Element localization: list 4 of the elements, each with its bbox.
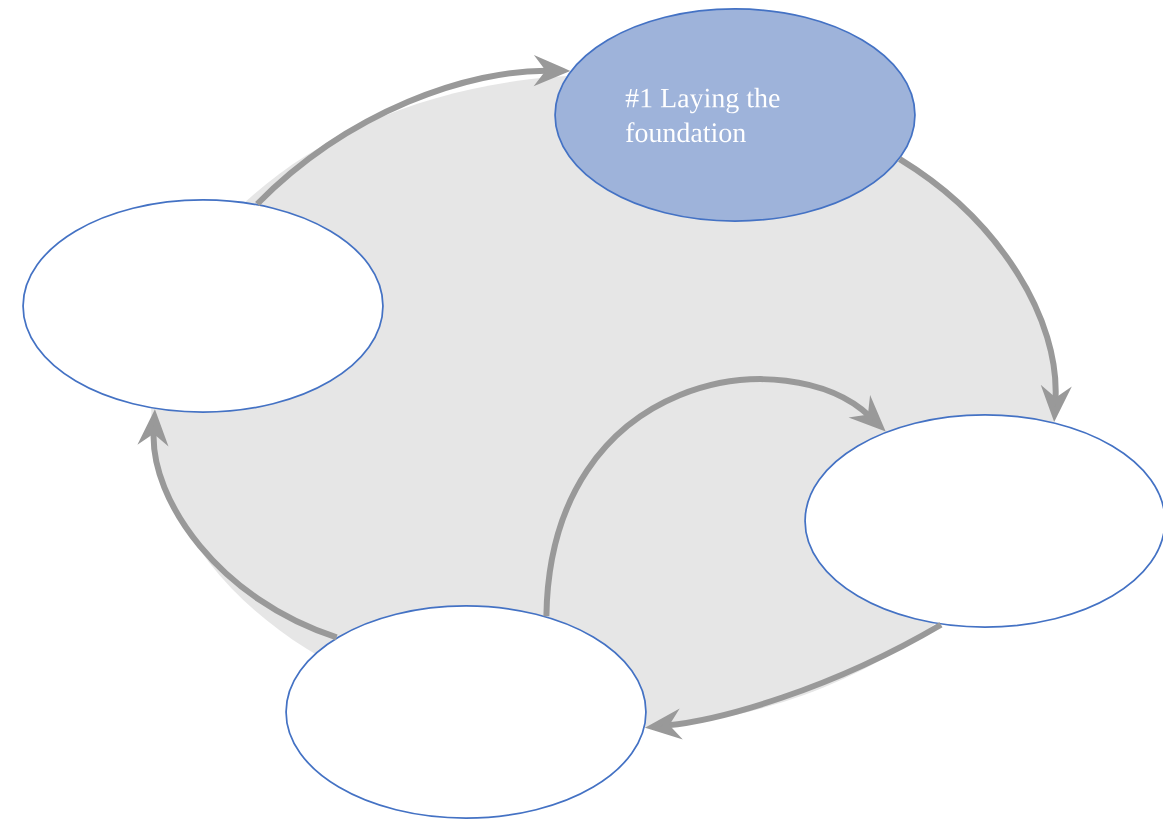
ellipse-node: #1 Laying the foundation bbox=[554, 8, 916, 222]
empty-ellipse bbox=[285, 605, 647, 819]
empty-ellipse bbox=[804, 414, 1163, 628]
empty-ellipse bbox=[22, 199, 384, 413]
